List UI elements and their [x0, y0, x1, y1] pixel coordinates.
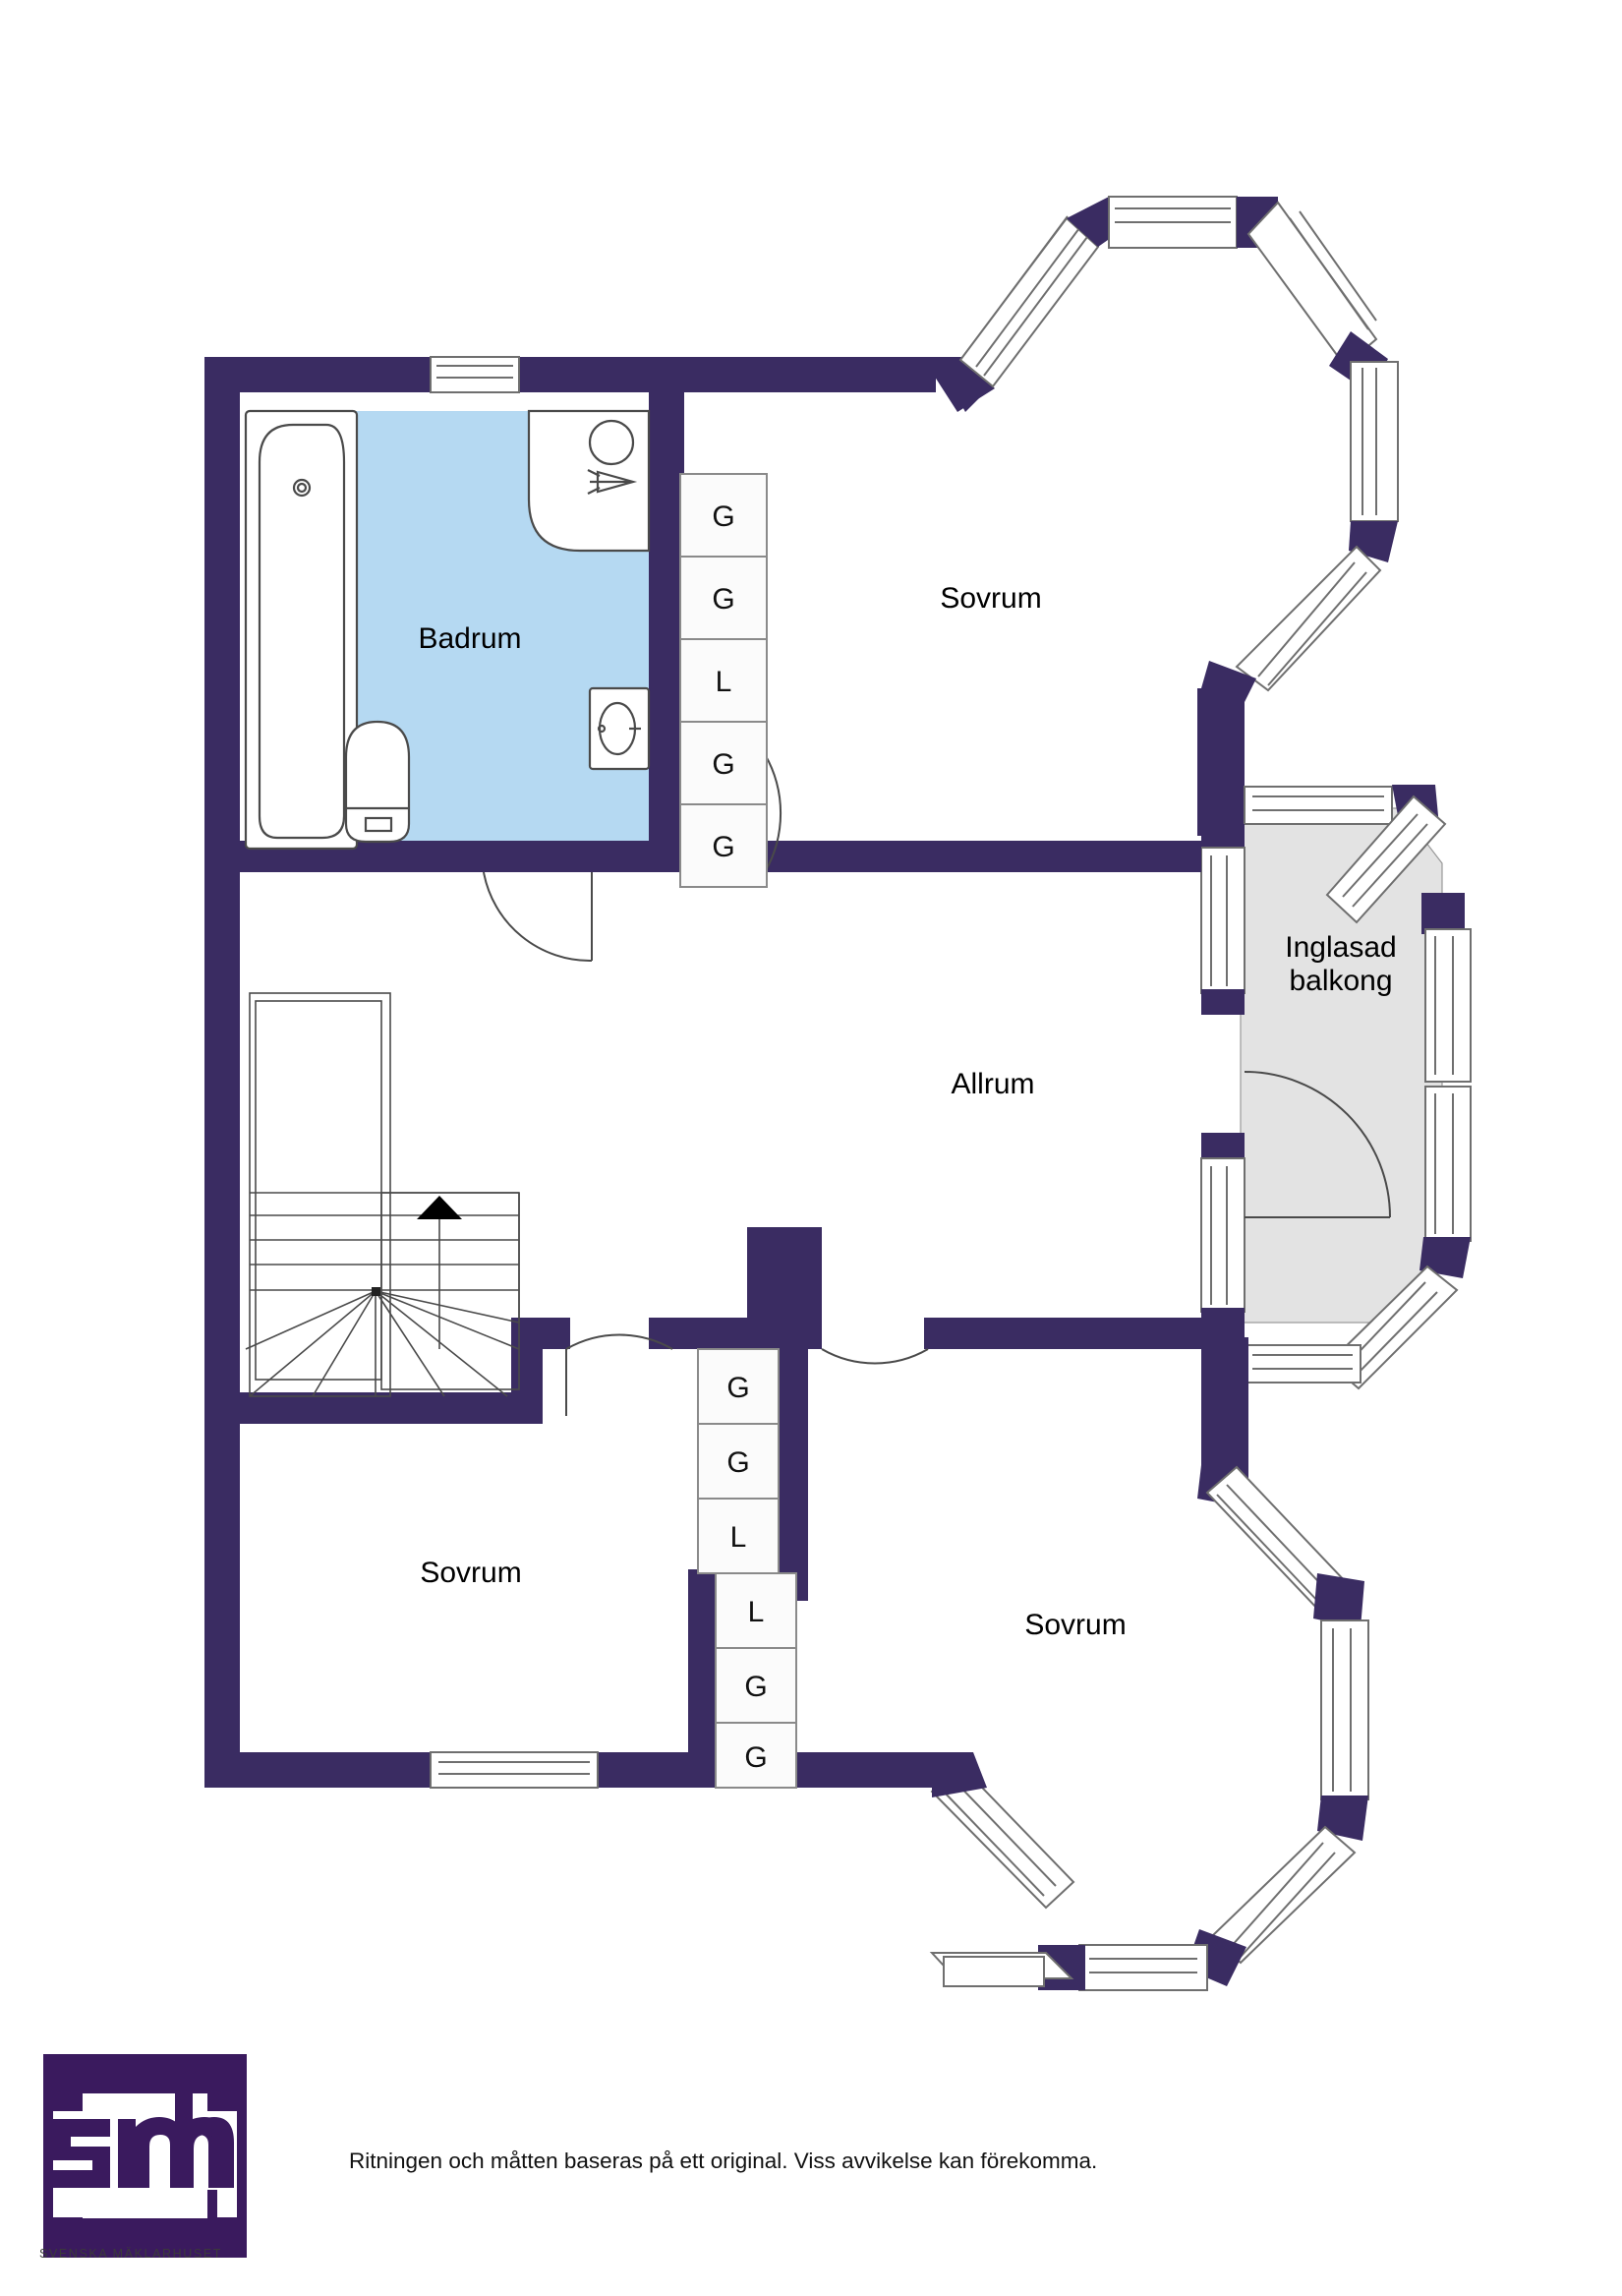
disclaimer-text: Ritningen och måtten baseras på ett orig… [349, 2149, 1098, 2173]
staircase [245, 992, 520, 1397]
closet-cell-lower-a-1: G [726, 1372, 750, 1404]
bay-window-top-right [922, 196, 1399, 836]
closet-cell-upper-3: L [715, 666, 732, 698]
smh-logo-mark [43, 2054, 247, 2258]
smh-logo-wordmark: SVENSKA MÄKLARHUSET [39, 2247, 223, 2261]
smh-logo [39, 2050, 251, 2262]
bathtub [244, 409, 359, 851]
closet-cell-upper-5: G [712, 831, 735, 863]
bay-window-bottom-right [929, 1377, 1369, 1991]
closet-cell-upper-1: G [712, 500, 735, 533]
closet-boxes-lower-b [715, 1572, 797, 1789]
closet-cell-lower-b-1: L [747, 1596, 765, 1628]
shower [527, 409, 651, 553]
closet-cell-lower-b-2: G [744, 1671, 768, 1703]
window-bottom-left [430, 1751, 599, 1789]
balcony-walls [1200, 785, 1472, 1390]
closet-boxes-lower-a [697, 1348, 780, 1574]
closet-cell-lower-b-3: G [744, 1741, 768, 1774]
toilet [344, 720, 411, 844]
window-top-left [430, 356, 520, 393]
closet-cell-lower-a-3: L [729, 1521, 747, 1554]
closet-cell-upper-2: G [712, 583, 735, 616]
closet-cell-lower-a-2: G [726, 1446, 750, 1479]
closet-boxes-upper [679, 473, 768, 888]
closet-cell-upper-4: G [712, 748, 735, 781]
washbasin [588, 686, 651, 771]
